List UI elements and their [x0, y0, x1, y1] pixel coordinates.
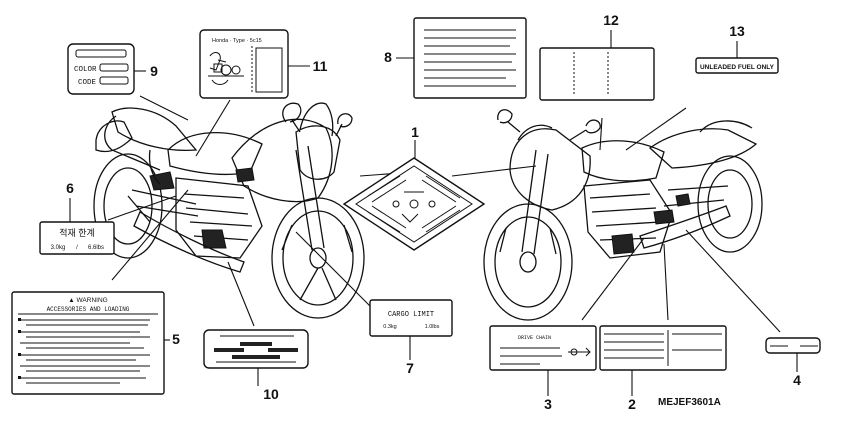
load-limit-kr-lbs: 6.6lbs	[88, 245, 104, 251]
small-label-4	[765, 337, 821, 354]
callout-3: 3	[544, 396, 552, 412]
callout-10: 10	[263, 386, 279, 402]
diagram-code: MEJEF3601A	[658, 397, 721, 408]
cargo-limit-lbs: 1.0lbs	[425, 324, 440, 330]
unleaded-fuel-text: UNLEADED FUEL ONLY	[700, 64, 775, 71]
color-code-label: COLOR CODE	[67, 43, 135, 95]
callout-7: 7	[406, 360, 414, 376]
warning-title: ▲ WARNING	[68, 297, 107, 304]
warning-subtitle: ACCESSORIES AND LOADING	[47, 306, 130, 313]
load-limit-kr-title: 적재 한계	[59, 227, 95, 238]
drive-chain-title: DRIVE CHAIN	[518, 335, 551, 341]
frame-label-10	[203, 329, 309, 369]
load-limit-kr-kg: 3.0kg	[51, 245, 66, 251]
callout-13: 13	[729, 23, 745, 39]
callout-2: 2	[628, 396, 636, 412]
emblem-pattern	[367, 175, 461, 233]
warning-text-lines	[18, 318, 150, 384]
callout-numbers: 1 2 3 4 5 6 7 8 9 10 11 12 13	[66, 12, 801, 412]
warning-accessories-label: ▲ WARNING ACCESSORIES AND LOADING	[11, 291, 165, 395]
unleaded-fuel-label: UNLEADED FUEL ONLY	[695, 57, 779, 74]
callout-1: 1	[411, 124, 419, 140]
callout-6: 6	[66, 180, 74, 196]
tire-info-label: Honda · Type · 5c15	[199, 29, 289, 99]
callout-4: 4	[793, 372, 801, 388]
color-text: COLOR	[74, 66, 97, 74]
callout-5: 5	[172, 331, 180, 347]
info-label-2	[599, 325, 727, 371]
diamond-emblem-label	[342, 157, 486, 251]
code-text: CODE	[78, 79, 97, 87]
tire-label-header: Honda · Type · 5c15	[212, 38, 262, 44]
cargo-limit-label: CARGO LIMIT 0.3kg 1.0lbs	[369, 299, 453, 337]
callout-11: 11	[313, 58, 328, 74]
drive-chain-label: DRIVE CHAIN	[489, 325, 597, 371]
info-label-8	[413, 17, 527, 99]
callout-8: 8	[384, 49, 392, 65]
motorcycle-left-view	[93, 102, 365, 319]
cargo-limit-kg: 0.3kg	[383, 324, 396, 330]
info-label-12	[539, 47, 655, 101]
load-limit-kr-separator: /	[76, 245, 78, 251]
load-limit-kr-label: 적재 한계 3.0kg / 6.6lbs	[39, 221, 115, 255]
cargo-limit-title: CARGO LIMIT	[388, 311, 434, 319]
motorcycle-right-view	[483, 109, 763, 321]
callout-12: 12	[603, 12, 619, 28]
leader-lines	[107, 95, 781, 333]
callout-9: 9	[150, 63, 158, 79]
